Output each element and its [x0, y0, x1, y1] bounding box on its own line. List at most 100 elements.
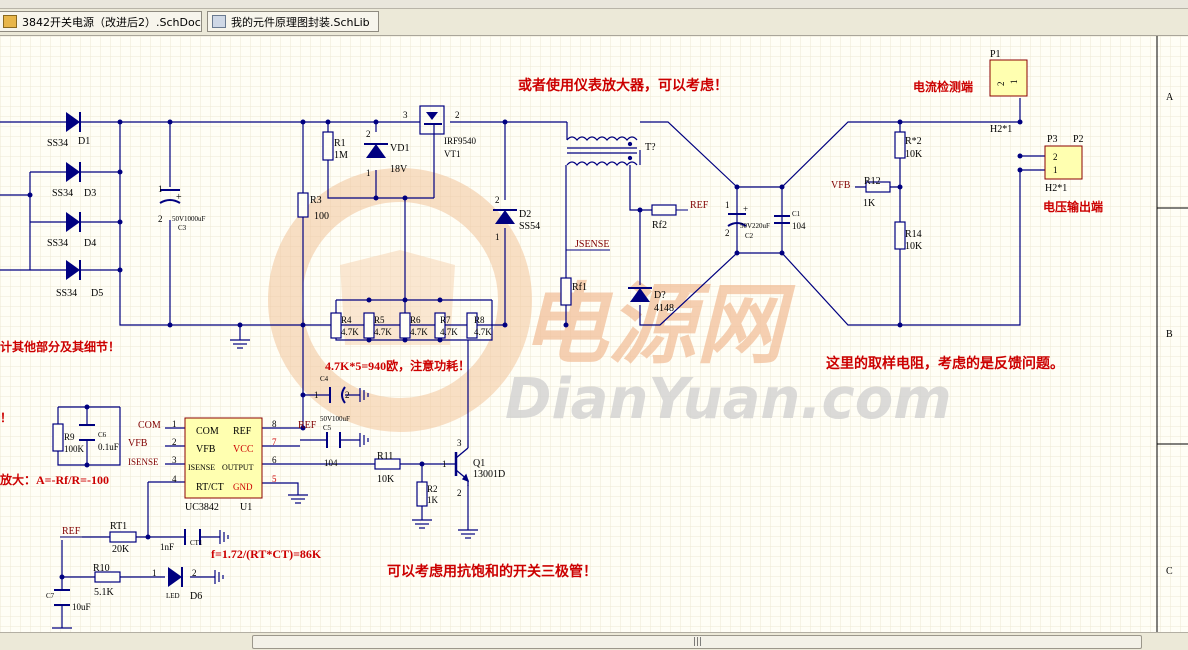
- annotation-amp-gain: 放大：A=-Rf/R=-100: [0, 472, 109, 487]
- scrollbar-thumb[interactable]: |||: [252, 635, 1142, 649]
- horizontal-scrollbar[interactable]: |||: [0, 632, 1188, 650]
- resistor-r1[interactable]: R1 1M: [322, 131, 348, 161]
- zone-label: C: [1166, 566, 1173, 577]
- capacitor-c4[interactable]: C4 1 2 50V100uF: [314, 375, 350, 423]
- ic-uc3842[interactable]: COM VFB ISENSE RT/CT REF VCC OUTPUT GND …: [172, 417, 277, 513]
- annotation-frequency: f=1.72/(RT*CT)=86K: [211, 547, 322, 561]
- pin-number: 1: [442, 459, 447, 469]
- ref-label: VD1: [390, 143, 409, 154]
- ref-label: D3: [84, 188, 96, 199]
- resistor-r12[interactable]: R12 1K: [863, 176, 891, 209]
- ref-label: R2: [427, 484, 438, 494]
- resistor-rt1[interactable]: RT1 20K: [109, 521, 137, 555]
- pin-number: 1: [725, 200, 730, 210]
- ref-label: R4: [341, 315, 352, 325]
- resistor-r14[interactable]: R14 10K: [894, 221, 923, 252]
- tab-label: 3842开关电源（改进后2）.SchDoc: [22, 16, 201, 29]
- resistor-rf2[interactable]: Rf2: [651, 204, 688, 231]
- resistor-rstar2[interactable]: R*2 10K: [894, 131, 923, 160]
- pin-number: 1: [495, 232, 500, 242]
- net-label-com: COM: [138, 420, 161, 431]
- connector-p1[interactable]: P1 2 1 H2*1: [989, 49, 1028, 135]
- zener-vd1[interactable]: VD1 18V 2 1: [364, 129, 409, 178]
- diode-d1[interactable]: SS34 D1: [47, 112, 90, 149]
- net-label-isense: ISENSE: [128, 457, 159, 467]
- value-label: 5.1K: [94, 587, 115, 598]
- part-label: UC3842: [185, 502, 219, 513]
- resistor-r2[interactable]: R2 1K: [416, 481, 439, 507]
- part-label: SS34: [52, 188, 73, 199]
- net-label-jsense: JSENSE: [575, 239, 609, 250]
- pin-name: COM: [196, 426, 219, 437]
- value-label: 4.7K: [474, 327, 492, 337]
- resistor-r9[interactable]: R9 100K: [52, 423, 85, 454]
- capacitor-c5[interactable]: C5 104: [323, 424, 341, 468]
- ref-label: R6: [410, 315, 421, 325]
- net-label-ref: REF: [62, 526, 81, 537]
- capacitor-c3[interactable]: + 1 2 50V1000uF C3: [158, 184, 206, 232]
- led-d6[interactable]: 1 2 LED D6: [152, 567, 202, 602]
- diode-d3[interactable]: SS34 D3: [52, 162, 96, 199]
- ref-label: P2: [1073, 134, 1084, 145]
- resistor-r11[interactable]: R11 10K: [374, 451, 401, 485]
- capacitor-c2[interactable]: + 1 2 50V220uF C2: [725, 200, 770, 240]
- annotation-exclaim: ！: [0, 411, 12, 425]
- ref-label: R3: [310, 195, 322, 206]
- resistor-r3[interactable]: R3 100: [297, 192, 329, 222]
- value-label: 4.7K: [410, 327, 428, 337]
- annotation-transistor: 可以考虑用抗饱和的开关三极管！: [387, 563, 597, 580]
- part-label: IRF9540: [444, 136, 477, 146]
- tab-schlib[interactable]: 我的元件原理图封装.SchLib: [207, 11, 379, 32]
- transistor-q1[interactable]: [445, 440, 470, 486]
- ref-label: R9: [64, 432, 75, 442]
- annotation-other-parts: 计其他部分及其细节！: [0, 339, 120, 354]
- ref-label: D6: [190, 591, 202, 602]
- part-label: LED: [166, 592, 180, 600]
- ref-label: C7: [46, 592, 55, 600]
- sheet-grid: [0, 36, 1188, 632]
- diode-d2[interactable]: D2 SS54 2 1: [493, 195, 540, 242]
- connector-p2[interactable]: P3 P2 2 1 H2*1: [1044, 134, 1084, 194]
- pin-name: VFB: [196, 444, 216, 455]
- part-label: 13001D: [473, 469, 505, 480]
- ref-label: Q1: [473, 458, 485, 469]
- mosfet-vt1[interactable]: 3 2 IRF9540 VT1: [403, 105, 477, 159]
- schematic-sheet[interactable]: 电源网 DianYuan.com A B C: [0, 36, 1188, 632]
- capacitor-c7[interactable]: C7 10uF: [46, 589, 91, 612]
- diode-d7[interactable]: D? 4148: [628, 287, 674, 314]
- value-label: 50V1000uF: [172, 215, 206, 223]
- part-label: SS54: [519, 221, 540, 232]
- capacitor-c1[interactable]: C1 104: [774, 210, 806, 231]
- pin-number: 1: [152, 568, 157, 578]
- ref-label: D5: [91, 288, 103, 299]
- part-label: H2*1: [1045, 183, 1067, 194]
- value-label: 0.1uF: [98, 442, 119, 452]
- annotation-current-detect: 电流检测端: [913, 79, 973, 94]
- transformer-t1[interactable]: [566, 136, 638, 167]
- ref-label: R12: [864, 176, 881, 187]
- resistor-r10[interactable]: R10 5.1K: [93, 563, 121, 598]
- resistor-rf1[interactable]: Rf1: [560, 277, 587, 306]
- ref-label: C5: [323, 424, 332, 432]
- zone-label: A: [1166, 92, 1174, 103]
- net-label-ref: REF: [690, 200, 709, 211]
- value-label: 10K: [905, 241, 923, 252]
- diode-d4[interactable]: SS34 D4: [47, 212, 96, 249]
- diode-d5[interactable]: SS34 D5: [56, 260, 103, 299]
- ref-label: R11: [377, 451, 393, 462]
- value-label: 1K: [863, 198, 876, 209]
- capacitor-ct1[interactable]: CT1 1nF: [160, 529, 203, 552]
- tab-schdoc[interactable]: 3842开关电源（改进后2）.SchDoc: [0, 11, 202, 32]
- sheet-border: A B C: [1156, 36, 1188, 632]
- ref-label: Rf2: [652, 220, 667, 231]
- ground-symbols: [52, 339, 478, 629]
- pin-number: 3: [172, 455, 177, 465]
- resistor-bank[interactable]: R4 4.7K R5 4.7K R6 4.7K R7 4.7K R8 4.7K: [330, 312, 492, 339]
- ref-label: D1: [78, 136, 90, 147]
- value-label: 4.7K: [341, 327, 359, 337]
- pin-number: 7: [272, 437, 277, 447]
- pin-number: 2: [172, 437, 177, 447]
- part-label: H2*1: [990, 124, 1012, 135]
- capacitor-c6[interactable]: C6 0.1uF: [79, 424, 119, 452]
- value-label: 104: [324, 458, 338, 468]
